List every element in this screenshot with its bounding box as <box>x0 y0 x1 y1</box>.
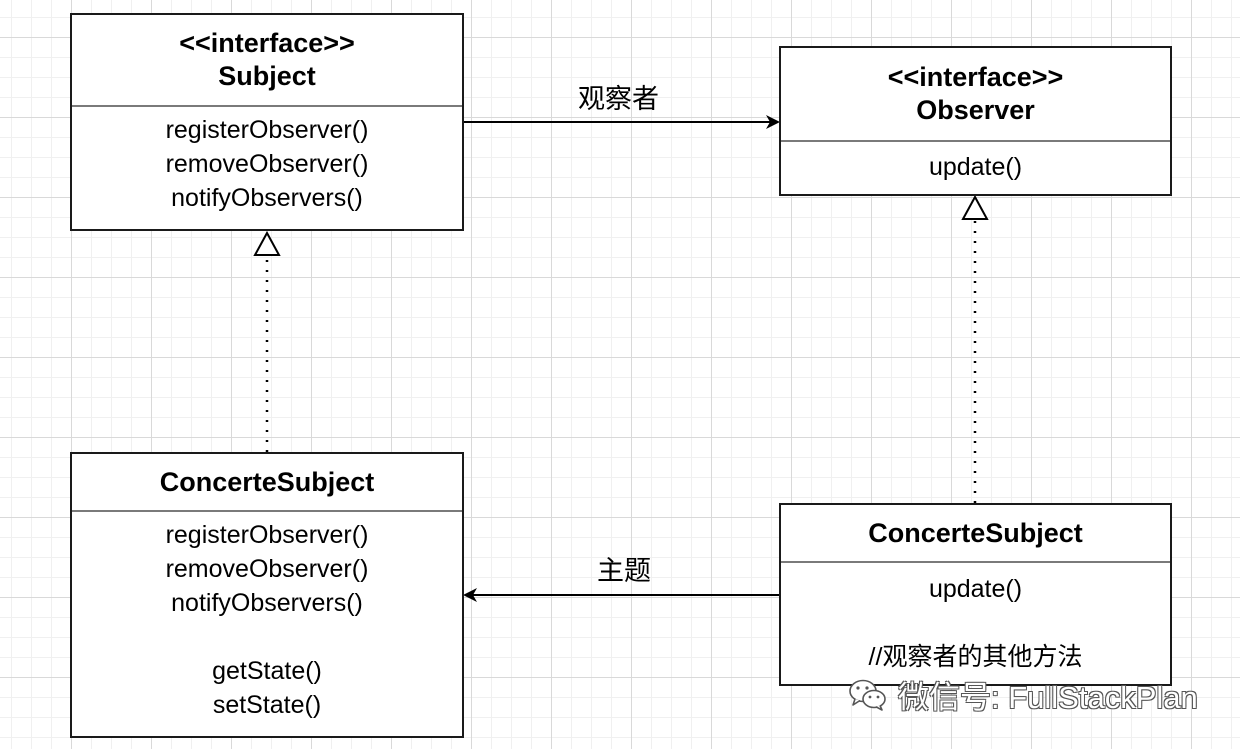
concrete-observer-box[interactable]: ConcerteSubject update() //观察者的其他方法 <box>779 503 1172 686</box>
concrete-subject-method: notifyObservers() <box>171 589 363 617</box>
concrete-subject-method: registerObserver() <box>165 521 369 549</box>
edge-label-observer: 观察者 <box>578 84 659 114</box>
subject-stereotype: <<interface>> <box>179 28 355 58</box>
concrete-subject-methods: registerObserver() removeObserver() noti… <box>72 512 462 722</box>
concrete-observer-method: //观察者的其他方法 <box>868 643 1083 671</box>
observer-name: Observer <box>916 95 1035 125</box>
concrete-subject-method: removeObserver() <box>165 555 369 583</box>
concrete-observer-name: ConcerteSubject <box>868 517 1083 548</box>
concrete-subject-box[interactable]: ConcerteSubject registerObserver() remov… <box>70 452 464 738</box>
concrete-observer-header: ConcerteSubject <box>781 505 1170 563</box>
realization-arrowhead-observer <box>961 194 989 220</box>
concrete-subject-method: setState() <box>212 691 322 719</box>
concrete-subject-header: ConcerteSubject <box>72 454 462 512</box>
concrete-subject-name: ConcerteSubject <box>159 466 375 497</box>
observer-methods: update() <box>781 142 1170 184</box>
observer-interface-box[interactable]: <<interface>> Observer update() <box>779 46 1172 196</box>
watermark-text: 微信号: FullStackPlan <box>898 680 1198 715</box>
subject-method: notifyObservers() <box>171 184 363 212</box>
subject-interface-box[interactable]: <<interface>> Subject registerObserver()… <box>70 13 464 231</box>
observer-method: update() <box>928 153 1023 181</box>
subject-methods: registerObserver() removeObserver() noti… <box>72 107 462 215</box>
observer-header: <<interface>> Observer <box>781 48 1170 142</box>
subject-name: Subject <box>218 61 316 91</box>
subject-method: removeObserver() <box>165 150 369 178</box>
watermark: 微信号: FullStackPlan <box>848 672 1198 717</box>
wechat-icon <box>849 679 886 711</box>
observer-stereotype: <<interface>> <box>887 62 1064 92</box>
subject-header: <<interface>> Subject <box>72 15 462 107</box>
concrete-observer-methods: update() //观察者的其他方法 <box>781 563 1170 674</box>
concrete-observer-method: update() <box>928 575 1023 603</box>
edge-label-subject: 主题 <box>597 556 651 586</box>
concrete-subject-method: getState() <box>212 657 322 685</box>
realization-arrowhead-subject <box>253 230 281 256</box>
subject-method: registerObserver() <box>165 116 369 144</box>
